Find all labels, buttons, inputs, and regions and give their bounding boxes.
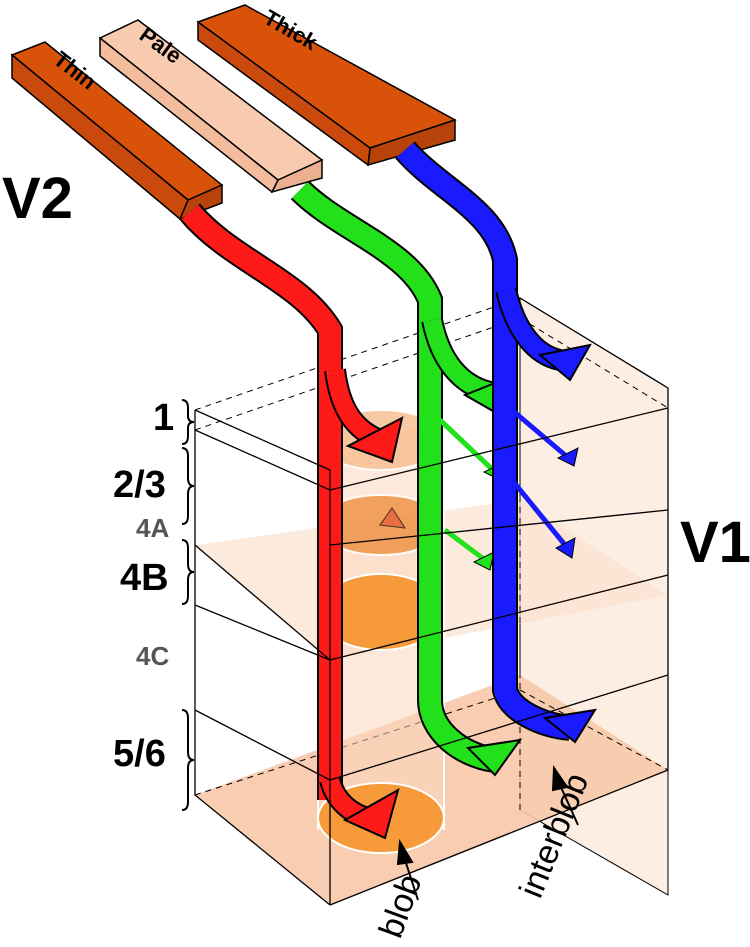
pathway-thin-red <box>180 203 407 840</box>
interblob-pointer-head <box>551 764 569 792</box>
v1-front-edges <box>194 297 669 906</box>
area-label-v1: V1 <box>680 510 750 575</box>
arrowhead-thick-2-3 <box>556 447 579 467</box>
interblob-pointer-line <box>559 784 579 826</box>
pale-branch-4b <box>443 528 487 562</box>
arrowhead-thick-lower <box>542 708 598 744</box>
arrowhead-thin-upper <box>345 416 404 464</box>
layer-label-2-3: 2/3 <box>113 464 166 506</box>
stripe-thick-front <box>197 20 371 167</box>
v2-stripes: Thin Pale Thick <box>10 4 457 221</box>
layer-label-4b: 4B <box>120 557 169 599</box>
blob-pointer-line <box>404 859 419 901</box>
arrowhead-thick-4a <box>554 537 576 559</box>
layer-label-5-6: 5/6 <box>113 733 166 775</box>
stripe-pale: Pale <box>98 19 324 194</box>
pathway-thick-blue <box>395 141 598 744</box>
thick-branch-2-3 <box>510 408 567 457</box>
thick-branch-4a <box>510 478 567 547</box>
stripe-thin: Thin <box>10 41 224 221</box>
layer-label-4c: 4C <box>136 641 169 671</box>
arrowhead-thin-lower <box>342 787 400 840</box>
brace-layer-4b <box>181 539 195 605</box>
arrowhead-thin-2-3 <box>379 507 407 529</box>
brace-layer-2-3 <box>181 447 195 525</box>
layer-labels: 1 2/3 4A 4B 4C 5/6 <box>113 397 174 775</box>
stripe-pale-front <box>99 36 279 194</box>
arrowhead-pale-lower <box>465 738 523 777</box>
layer-label-4a: 4A <box>136 513 169 543</box>
brace-layer-5-6 <box>181 709 195 811</box>
blob-pointer-head <box>396 838 414 866</box>
annotation-arrows <box>396 764 579 901</box>
stripe-thick: Thick <box>196 4 457 167</box>
pale-branch-2-3 <box>438 418 497 474</box>
arrowhead-thick-upper <box>537 343 592 382</box>
layer-label-1: 1 <box>153 397 174 439</box>
layer-braces <box>181 399 195 811</box>
brace-layer-1 <box>181 399 195 445</box>
stripe-thin-front <box>11 53 189 221</box>
area-label-v2: V2 <box>2 166 73 231</box>
